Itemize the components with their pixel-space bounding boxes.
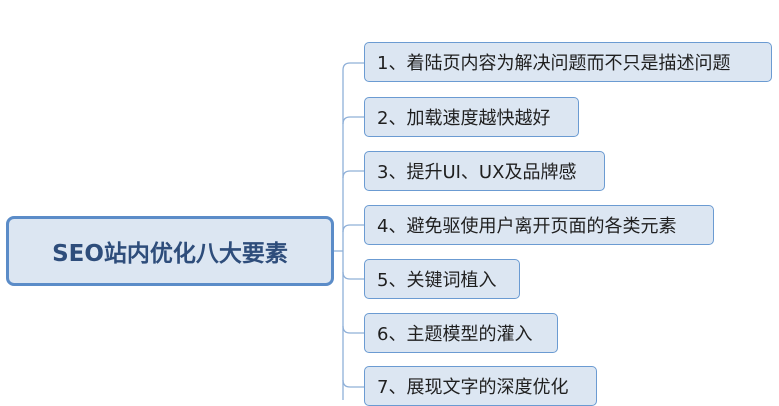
branch-node-2[interactable]: 2、加载速度越快越好 <box>364 97 579 137</box>
branch-node-5[interactable]: 5、关键词植入 <box>364 259 520 299</box>
connector-4 <box>342 224 364 233</box>
connector-1 <box>342 62 364 71</box>
connector-2 <box>342 116 364 125</box>
branch-node-6[interactable]: 6、主题模型的灌入 <box>364 313 558 353</box>
connector-6 <box>342 325 364 334</box>
branch-node-4[interactable]: 4、避免驱使用户离开页面的各类元素 <box>364 205 714 245</box>
branch-node-3[interactable]: 3、提升UI、UX及品牌感 <box>364 151 605 191</box>
branch-node-1[interactable]: 1、着陆页内容为解决问题而不只是描述问题 <box>364 42 772 82</box>
connector-3 <box>342 170 364 179</box>
connector-7 <box>342 379 364 388</box>
connector-5 <box>342 271 364 280</box>
root-node[interactable]: SEO站内优化八大要素 <box>6 216 334 286</box>
branch-node-7[interactable]: 7、展现文字的深度优化 <box>364 366 597 406</box>
